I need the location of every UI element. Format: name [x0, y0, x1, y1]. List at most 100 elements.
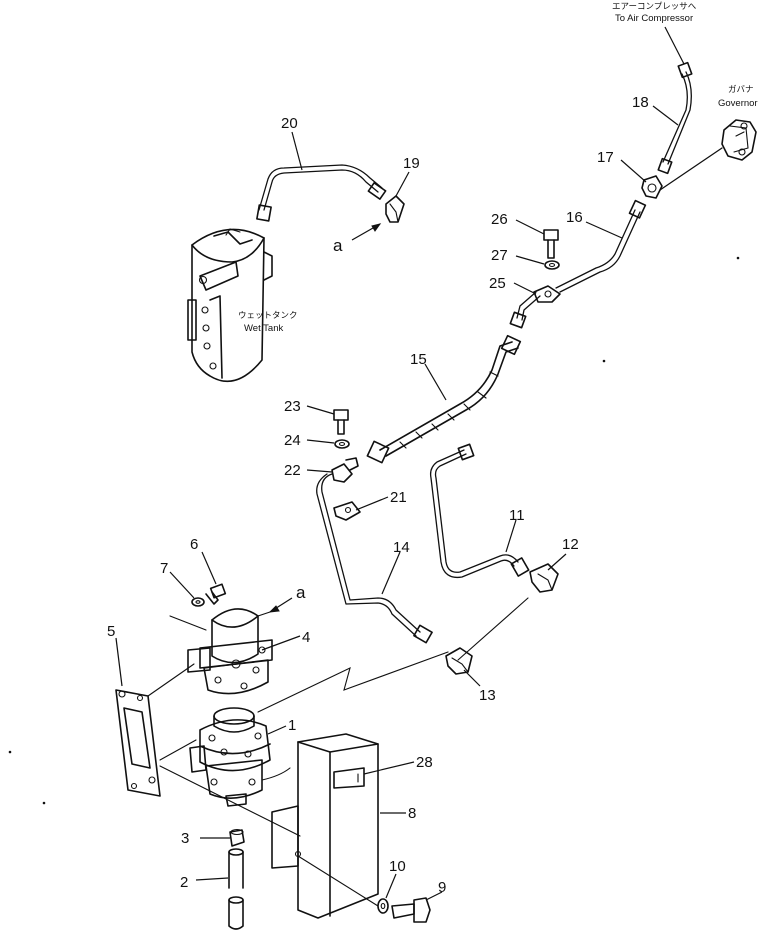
leader-14: [381, 551, 401, 595]
valve-4: [169, 608, 273, 695]
leader-24: [306, 439, 335, 444]
callout-26: 26: [491, 211, 508, 228]
callout-8: 8: [408, 805, 416, 822]
scan-speck: [736, 256, 740, 260]
bolt-9: [391, 897, 431, 923]
callout-5: 5: [107, 623, 115, 640]
leader-to-air-compressor: [664, 26, 685, 65]
leader-1: [267, 725, 287, 735]
leader-4: [261, 635, 301, 651]
pipe-11: [429, 443, 530, 579]
leader-10: [385, 873, 397, 899]
leader-20: [291, 131, 303, 171]
leader-12: [547, 553, 567, 571]
leader-13: [463, 669, 481, 687]
governor-label-en: Governor: [718, 98, 758, 109]
clamp-25: [533, 285, 561, 303]
leader-21: [355, 496, 389, 511]
air-compressor-label-jp: エアーコンプレッサへ: [612, 2, 697, 12]
leader-9: [425, 891, 443, 901]
pipe-16: [555, 199, 647, 293]
leader-27: [515, 255, 545, 265]
callout-21: 21: [390, 489, 407, 506]
callout-2: 2: [180, 874, 188, 891]
callout-27: 27: [491, 247, 508, 264]
clamp-22: [331, 457, 359, 483]
tube-2: [228, 848, 244, 930]
callout-9: 9: [438, 879, 446, 896]
pipe-14: [316, 473, 433, 644]
callout-20: 20: [281, 115, 298, 132]
bracket-21: [333, 501, 361, 521]
leader-26: [515, 219, 545, 235]
leader-19: [395, 171, 410, 197]
callout-18: 18: [632, 94, 649, 111]
leader-17: [620, 159, 647, 183]
leader-7: [169, 571, 195, 599]
callout-24: 24: [284, 432, 301, 449]
callout-1: 1: [288, 717, 296, 734]
leader-6: [201, 551, 217, 585]
washer-27: [544, 260, 560, 270]
label-plate-28: [333, 767, 365, 789]
wet-tank-label-jp: ウェットタンク: [238, 311, 298, 321]
leader-15: [424, 363, 447, 401]
callout-11: 11: [509, 507, 525, 524]
governor: [721, 119, 757, 161]
callout-16: 16: [566, 209, 583, 226]
elbow-13: [445, 647, 473, 675]
valve-1: [189, 707, 291, 807]
leader-23: [306, 405, 335, 415]
callout-25: 25: [489, 275, 506, 292]
callout-28: 28: [416, 754, 433, 771]
callout-23: 23: [284, 398, 301, 415]
wet-tank-label-en: Wet Tank: [244, 323, 284, 334]
leader-28: [363, 761, 415, 775]
leader-2: [195, 877, 229, 881]
plate-5: [115, 663, 197, 797]
connection-mark-a-upper: a: [333, 236, 343, 255]
callout-3: 3: [181, 830, 189, 847]
callout-4: 4: [302, 629, 310, 646]
leader-18: [652, 105, 679, 126]
bolt-26: [543, 229, 559, 259]
scan-speck: [42, 801, 46, 805]
callout-19: 19: [403, 155, 420, 172]
callout-12: 12: [562, 536, 579, 553]
pipe-20: [256, 164, 387, 222]
air-compressor-label-en: To Air Compressor: [615, 13, 693, 24]
washer-7: [191, 597, 205, 607]
pipe-18: [657, 61, 693, 175]
callout-6: 6: [190, 536, 198, 553]
connection-break-line: [257, 651, 449, 713]
leader-11: [505, 519, 517, 553]
hose-15: [366, 291, 541, 464]
governor-connection-line: [659, 147, 723, 191]
elbow-12: [529, 563, 559, 593]
callout-22: 22: [284, 462, 301, 479]
callout-14: 14: [393, 539, 410, 556]
connector-3: [229, 828, 245, 847]
scan-speck: [602, 359, 606, 363]
wet-tank: [187, 228, 273, 383]
connection-mark-a-lower: a: [296, 583, 306, 602]
callout-17: 17: [597, 149, 614, 166]
washer-10: [377, 898, 389, 914]
fitting-17: [641, 175, 663, 199]
elbow-19: [385, 195, 405, 223]
callout-13: 13: [479, 687, 496, 704]
bolt-23: [333, 409, 349, 435]
callout-7: 7: [160, 560, 168, 577]
leader-16: [585, 221, 623, 239]
leader-5: [115, 637, 123, 687]
callout-15: 15: [410, 351, 427, 368]
scan-speck: [8, 750, 12, 754]
leader-25: [513, 282, 537, 295]
washer-24: [334, 439, 350, 449]
line-13-to-12: [457, 597, 529, 661]
line-cover-to-washer: [297, 855, 379, 907]
callout-10: 10: [389, 858, 406, 875]
cover-8: [159, 733, 379, 919]
bolt-6: [205, 583, 227, 605]
